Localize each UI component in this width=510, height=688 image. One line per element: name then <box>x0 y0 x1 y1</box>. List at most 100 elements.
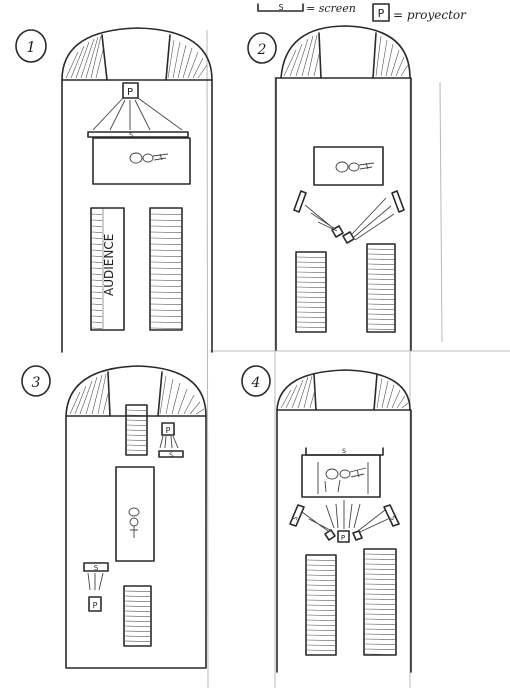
seat-row <box>91 267 103 269</box>
panel-4-projector-letter: P <box>341 534 345 542</box>
panel-1-projection-rays <box>92 97 183 131</box>
panel-1-audience-right <box>149 207 183 331</box>
seat-row <box>364 553 396 555</box>
seat-row <box>367 293 395 295</box>
seat-row <box>91 327 103 329</box>
seat-row <box>296 286 326 288</box>
panel-4-dome-hatching <box>280 375 409 409</box>
seat-row <box>364 588 396 590</box>
panel-4-audience-left <box>305 554 337 656</box>
panel-4-band-icon <box>317 462 369 494</box>
panel-3-projector-bottom-letter: P <box>93 601 98 610</box>
seat-row <box>91 297 103 299</box>
panel-3-number-badge: 3 <box>21 365 51 397</box>
panel-2: 2 <box>247 25 412 351</box>
guide-lines <box>206 29 510 688</box>
panel-4: 4 S S S <box>241 365 412 673</box>
seat-row <box>91 279 103 281</box>
seat-row <box>150 267 182 269</box>
legend-projector-symbol: P <box>372 3 390 22</box>
panel-1: 1 P S <box>15 27 213 353</box>
panel-3-projector-top-letter: P <box>166 426 171 435</box>
panel-4-projector-left <box>324 529 336 541</box>
panel-2-number-badge: 2 <box>247 32 277 64</box>
panel-2-projector-left <box>304 204 344 238</box>
seat-row <box>124 610 151 612</box>
seat-row <box>367 283 395 285</box>
panel-1-screen: S <box>87 131 189 139</box>
seat-row <box>306 634 336 636</box>
panel-3-projector-top: P <box>159 422 179 449</box>
panel-2-left-screen <box>293 190 307 213</box>
panel-3-dome-hatching <box>69 373 205 415</box>
seat-row <box>364 593 396 595</box>
seat-row <box>124 590 151 592</box>
seat-row <box>364 613 396 615</box>
seat-row <box>150 291 182 293</box>
panel-1-dome <box>61 27 213 81</box>
seat-row <box>367 268 395 270</box>
seat-row <box>124 625 151 627</box>
seat-row <box>150 285 182 287</box>
legend: S = screen P = proyector <box>257 2 467 22</box>
seat-row <box>367 318 395 320</box>
seat-row <box>306 629 336 631</box>
seat-row <box>306 559 336 561</box>
seat-row <box>296 311 326 313</box>
seat-row <box>364 608 396 610</box>
seat-row <box>367 253 395 255</box>
seat-row <box>124 630 151 632</box>
seat-row <box>306 569 336 571</box>
seat-row <box>306 609 336 611</box>
seat-row <box>91 285 103 287</box>
seat-row <box>150 213 182 215</box>
panel-1-screen-letter: S <box>129 132 133 139</box>
seat-row <box>364 628 396 630</box>
panel-3-screen-top-letter: S <box>169 452 173 459</box>
seat-row <box>126 434 147 436</box>
seat-row <box>364 558 396 560</box>
panel-1-audience-left: AUDIENCE <box>90 207 125 331</box>
seat-row <box>306 574 336 576</box>
seat-row <box>306 619 336 621</box>
seat-row <box>367 263 395 265</box>
seat-row <box>91 219 103 221</box>
seat-row <box>306 614 336 616</box>
seat-row <box>91 309 103 311</box>
seat-row <box>124 640 151 642</box>
seat-row <box>91 213 103 215</box>
seat-row <box>150 303 182 305</box>
seat-row <box>91 231 103 233</box>
seat-row <box>150 297 182 299</box>
legend-screen-letter: S <box>278 3 283 12</box>
seat-row <box>364 623 396 625</box>
panel-1-audience-label: AUDIENCE <box>102 234 116 296</box>
legend-screen-text: = screen <box>306 2 356 15</box>
panel-3-hall <box>65 415 207 669</box>
seat-row <box>126 444 147 446</box>
panel-4-left-screen-letter: S <box>292 515 300 522</box>
panel-1-band-icon <box>129 152 169 164</box>
seat-row <box>367 278 395 280</box>
seat-row <box>91 225 103 227</box>
seat-row <box>150 321 182 323</box>
panel-3-audience-bottom <box>123 585 152 647</box>
panel-3-projector-bottom: P <box>87 572 104 612</box>
seat-row <box>296 266 326 268</box>
seat-row <box>296 326 326 328</box>
panel-4-dome <box>276 369 411 411</box>
panel-4-right-screen: S <box>383 504 400 527</box>
seat-row <box>150 231 182 233</box>
panel-2-right-screen <box>391 190 405 213</box>
seat-row <box>367 328 395 330</box>
seat-row <box>367 303 395 305</box>
seat-row <box>306 579 336 581</box>
seat-row <box>296 316 326 318</box>
seat-row <box>150 243 182 245</box>
panel-1-stage <box>92 137 191 185</box>
seat-row <box>306 589 336 591</box>
seat-row <box>150 279 182 281</box>
panel-1-hall <box>61 79 213 353</box>
panel-3: 3 P S <box>21 365 207 669</box>
seat-row <box>126 429 147 431</box>
